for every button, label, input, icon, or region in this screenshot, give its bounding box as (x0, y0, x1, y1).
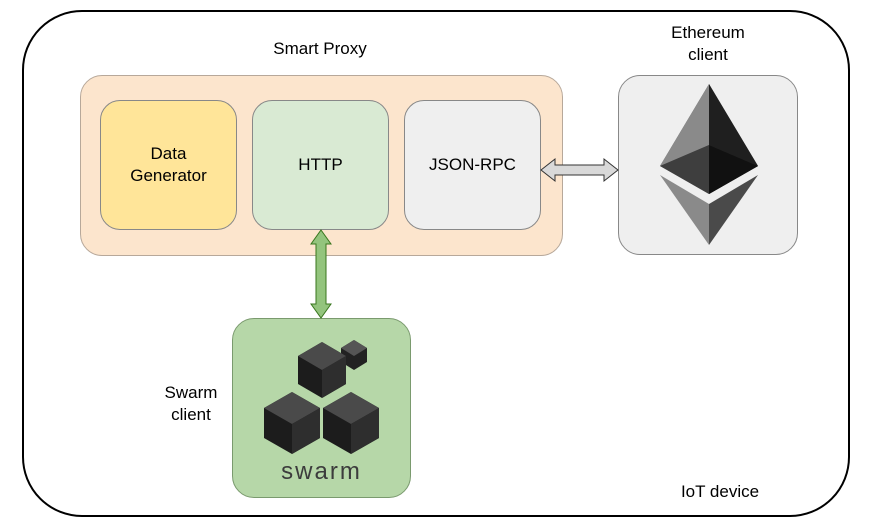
swarm-logo-icon (264, 340, 379, 454)
smart-proxy-label: Smart Proxy (273, 39, 367, 58)
iot-device-label: IoT device (680, 482, 760, 501)
ethereum-logo-icon (660, 84, 758, 245)
data-generator-label: Data Generator (130, 144, 207, 185)
ethereum-client-label: Ethereum client (671, 23, 745, 64)
data-generator-module: Data Generator (100, 100, 237, 230)
http-module: HTTP (252, 100, 389, 230)
iot-device-frame (22, 10, 850, 517)
json-rpc-ethereum-arrow (540, 157, 619, 183)
json-rpc-module: JSON-RPC (404, 100, 541, 230)
json-rpc-label: JSON-RPC (429, 155, 516, 174)
swarm-wordmark: swarm (281, 458, 362, 485)
http-swarm-arrow (310, 229, 332, 319)
swarm-client-label: Swarm client (164, 383, 218, 424)
http-label: HTTP (298, 155, 343, 174)
